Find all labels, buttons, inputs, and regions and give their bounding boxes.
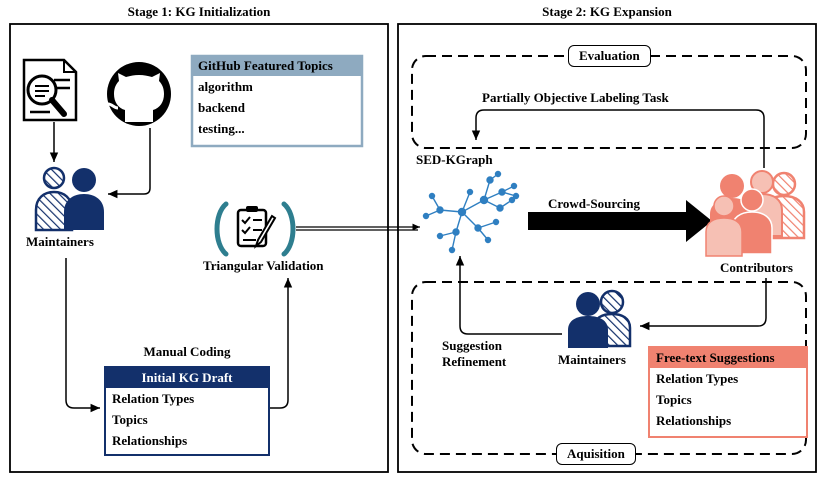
acquisition-tag: Aquisition: [556, 443, 636, 465]
maintainers-icon-stage2: [568, 289, 632, 348]
refinement-label-line1: Suggestion: [442, 338, 502, 353]
initial-kg-draft-header: Initial KG Draft: [106, 368, 268, 388]
contributors-icon: [705, 170, 806, 257]
arrow-github-to-maintainers: [108, 128, 151, 199]
validation-checklist-icon: [214, 201, 296, 257]
suggestion-item: Topics: [656, 392, 692, 407]
github-topic-item: backend: [198, 100, 245, 115]
maintainers-label: Maintainers: [26, 234, 94, 249]
stage2-panel: [397, 23, 817, 473]
github-icon: [107, 62, 171, 126]
maintainers-label-stage2: Maintainers: [558, 352, 626, 367]
document-search-icon: [22, 58, 78, 122]
contributors-label: Contributors: [720, 260, 793, 275]
arrow-refinement-to-graph: [455, 256, 562, 335]
stage1-panel: [9, 23, 389, 473]
manual-coding-label: Manual Coding: [143, 344, 231, 359]
arrow-coding-to-validation: [270, 278, 293, 409]
suggestion-item: Relation Types: [656, 371, 739, 386]
suggestion-item: Relationships: [656, 413, 732, 428]
draft-item: Relationships: [112, 433, 188, 448]
draft-item: Topics: [112, 412, 148, 427]
github-topic-item: algorithm: [198, 79, 253, 94]
maintainers-icon: [34, 166, 104, 232]
arrow-contributors-to-maintainers: [640, 278, 767, 331]
labeling-task-label: Partially Objective Labeling Task: [482, 90, 669, 105]
graph-label: SED-KGraph: [416, 152, 493, 167]
crowd-sourcing-label: Crowd-Sourcing: [548, 196, 640, 211]
draft-item: Relation Types: [112, 391, 195, 406]
arrow-maintainers-to-coding: [65, 258, 100, 413]
evaluation-tag: Evaluation: [568, 45, 651, 67]
stage1-title: Stage 1: KG Initialization: [127, 4, 271, 19]
initial-kg-draft-box: Initial KG Draft Relation Types Topics R…: [104, 366, 270, 456]
github-topics-header: GitHub Featured Topics: [192, 56, 362, 76]
arrow-labeling-task: [471, 109, 765, 168]
knowledge-graph-icon: [422, 170, 520, 254]
github-topics-box: GitHub Featured Topics algorithm backend…: [192, 56, 362, 139]
crowd-sourcing-arrow: [528, 200, 712, 242]
free-text-suggestions-box: Free-text Suggestions Relation Types Top…: [648, 346, 808, 438]
validation-label: Triangular Validation: [203, 258, 324, 273]
refinement-label-line2: Refinement: [442, 354, 507, 369]
suggestions-header: Free-text Suggestions: [650, 348, 806, 368]
github-topic-item: testing...: [198, 121, 245, 136]
stage2-title: Stage 2: KG Expansion: [542, 4, 672, 19]
